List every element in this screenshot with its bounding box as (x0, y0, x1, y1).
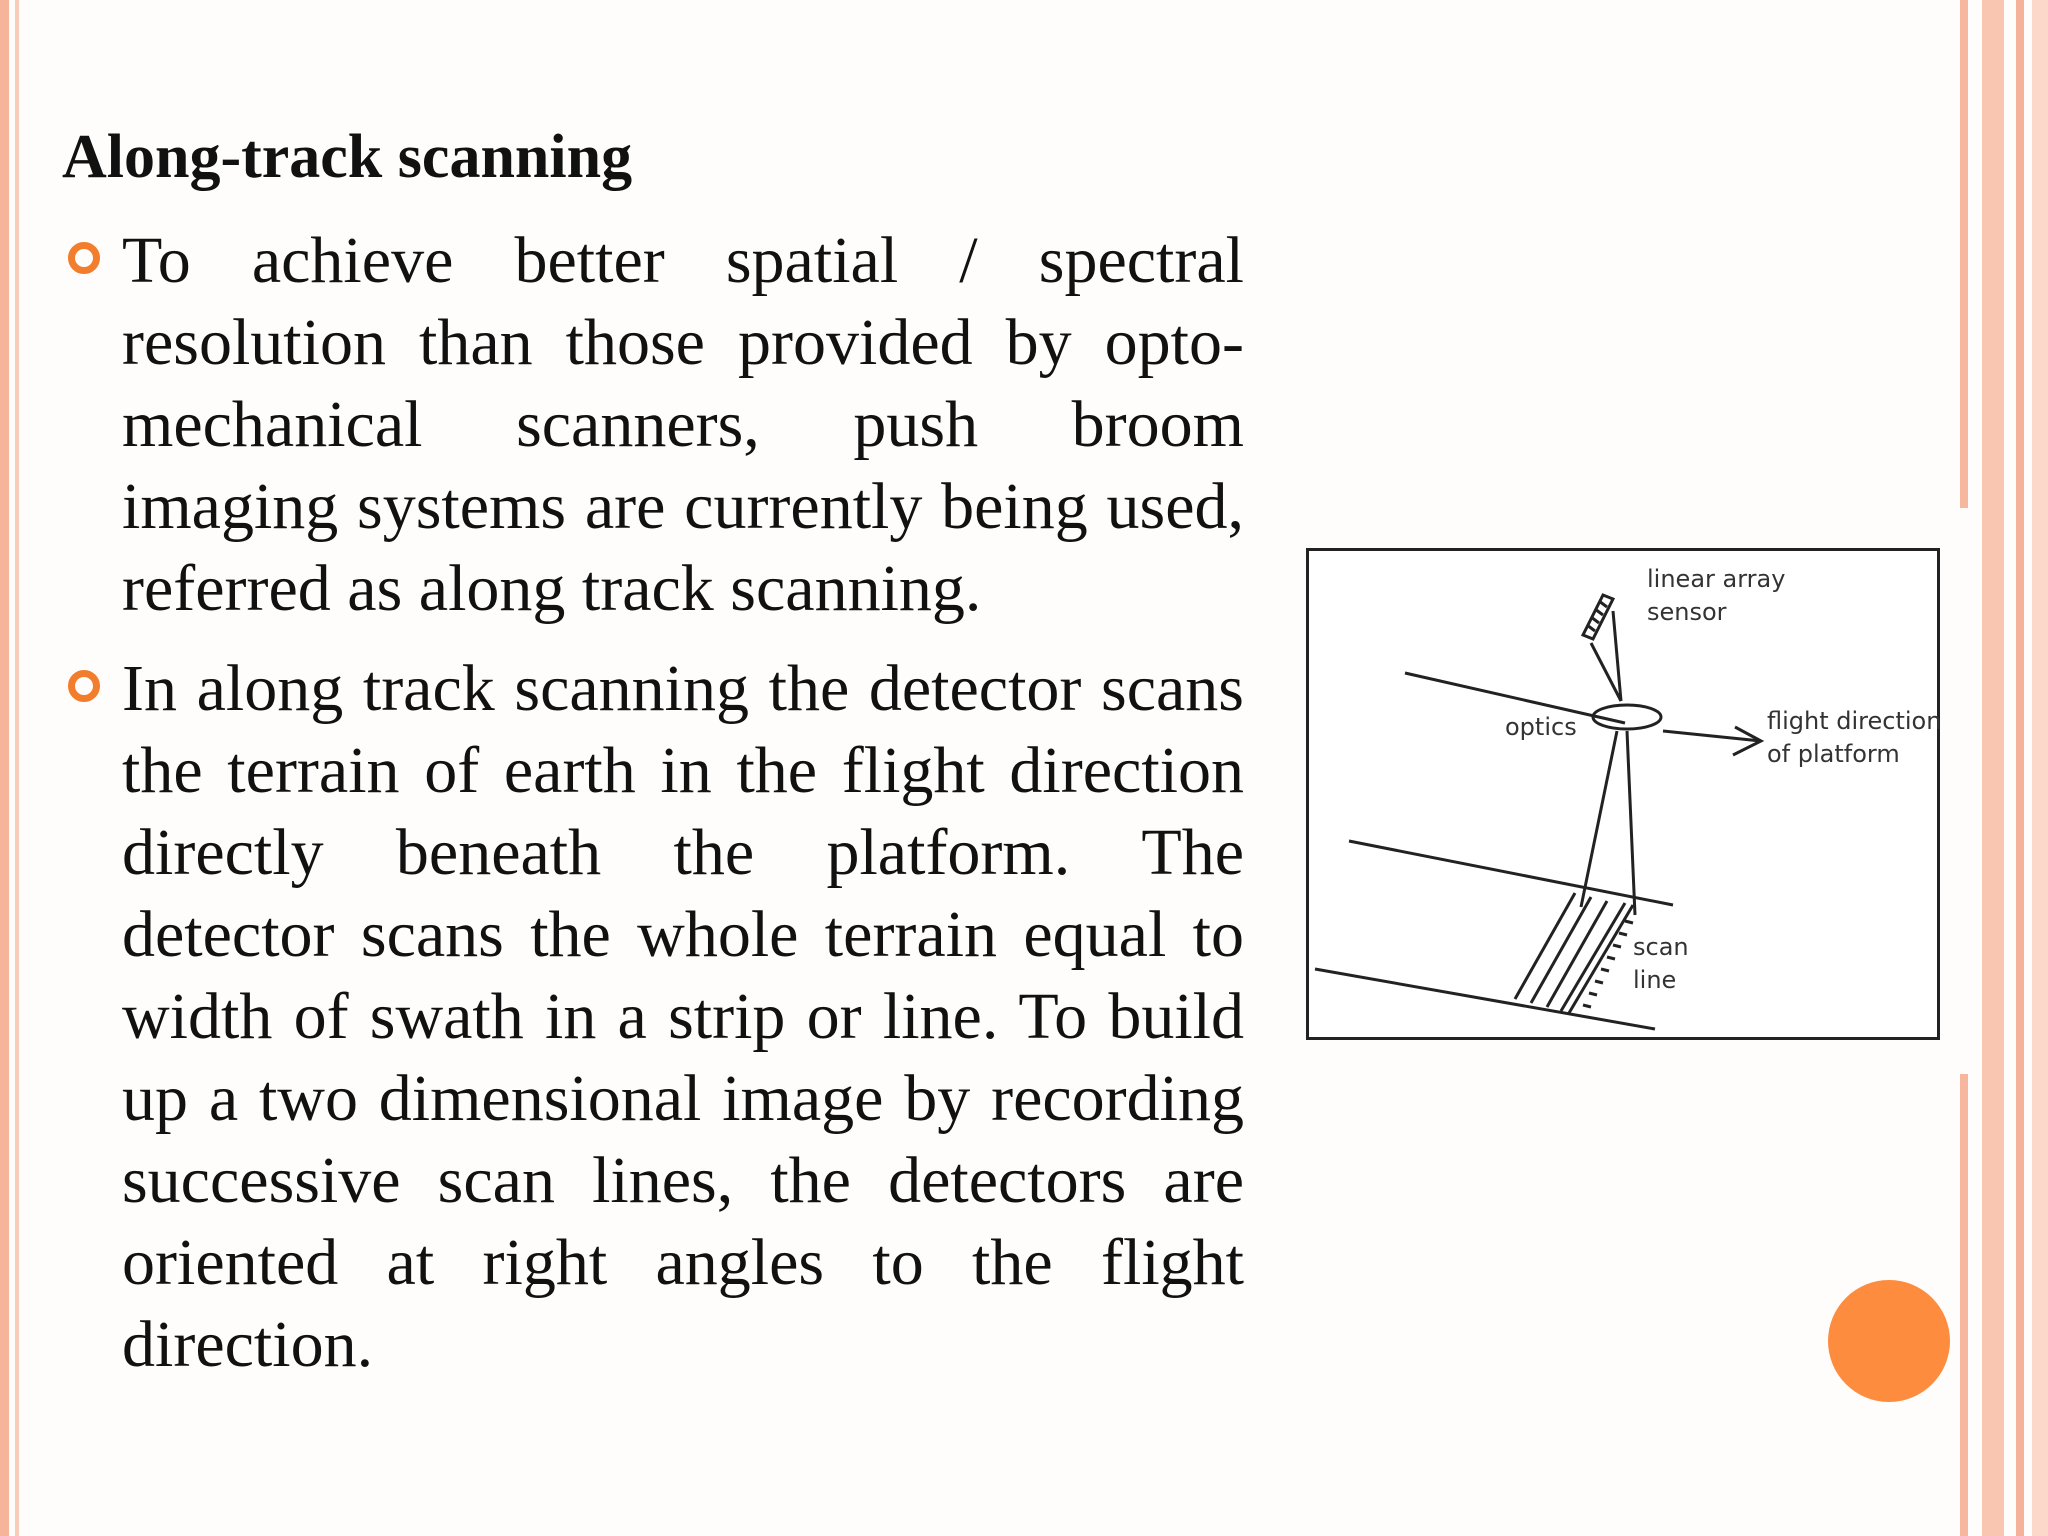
bullet-text: To achieve better spatial / spectral res… (122, 224, 1244, 625)
scan-line-strip (1567, 904, 1635, 1014)
flight-direction-arrow-shaft (1662, 729, 1762, 743)
pushbroom-diagram: linear array sensor optics flight direct… (1306, 548, 1942, 1040)
label-flight-direction: flight direction of platform (1767, 707, 1942, 768)
label-linear-array: linear array sensor (1647, 565, 1786, 626)
decorative-circle (1828, 1280, 1950, 1402)
flight-path-line (1404, 671, 1626, 725)
bullet-text: In along track scanning the detector sca… (122, 652, 1244, 1381)
flight-direction-arrow-head (1732, 725, 1765, 757)
bullet-ring-icon (68, 670, 100, 702)
linear-array-sensor (1580, 593, 1616, 641)
left-border-bar (0, 0, 9, 1536)
right-border-bar-thin (2016, 0, 2024, 1536)
terrain-edge-near (1314, 967, 1656, 1031)
right-border-bar-wide (1982, 0, 2004, 1536)
scan-ray-left (1579, 730, 1619, 908)
slide-title: Along-track scanning (62, 123, 633, 191)
terrain-edge-far (1348, 839, 1674, 907)
scan-ray-right (1625, 730, 1637, 916)
right-border-bar-bottom (1960, 1074, 1968, 1536)
right-border-bar-edge (2032, 0, 2048, 1536)
left-border-bar-inner (15, 0, 19, 1536)
label-optics: optics (1505, 713, 1577, 741)
pushbroom-diagram-drawing (1314, 593, 1765, 1031)
optics-lens (1591, 703, 1663, 731)
bullet-ring-icon (68, 242, 100, 274)
label-scan-line: scan line (1633, 933, 1689, 994)
bullet-item: To achieve better spatial / spectral res… (68, 220, 1244, 630)
bullet-item: In along track scanning the detector sca… (68, 648, 1244, 1386)
right-border-bar-top (1960, 0, 1968, 508)
